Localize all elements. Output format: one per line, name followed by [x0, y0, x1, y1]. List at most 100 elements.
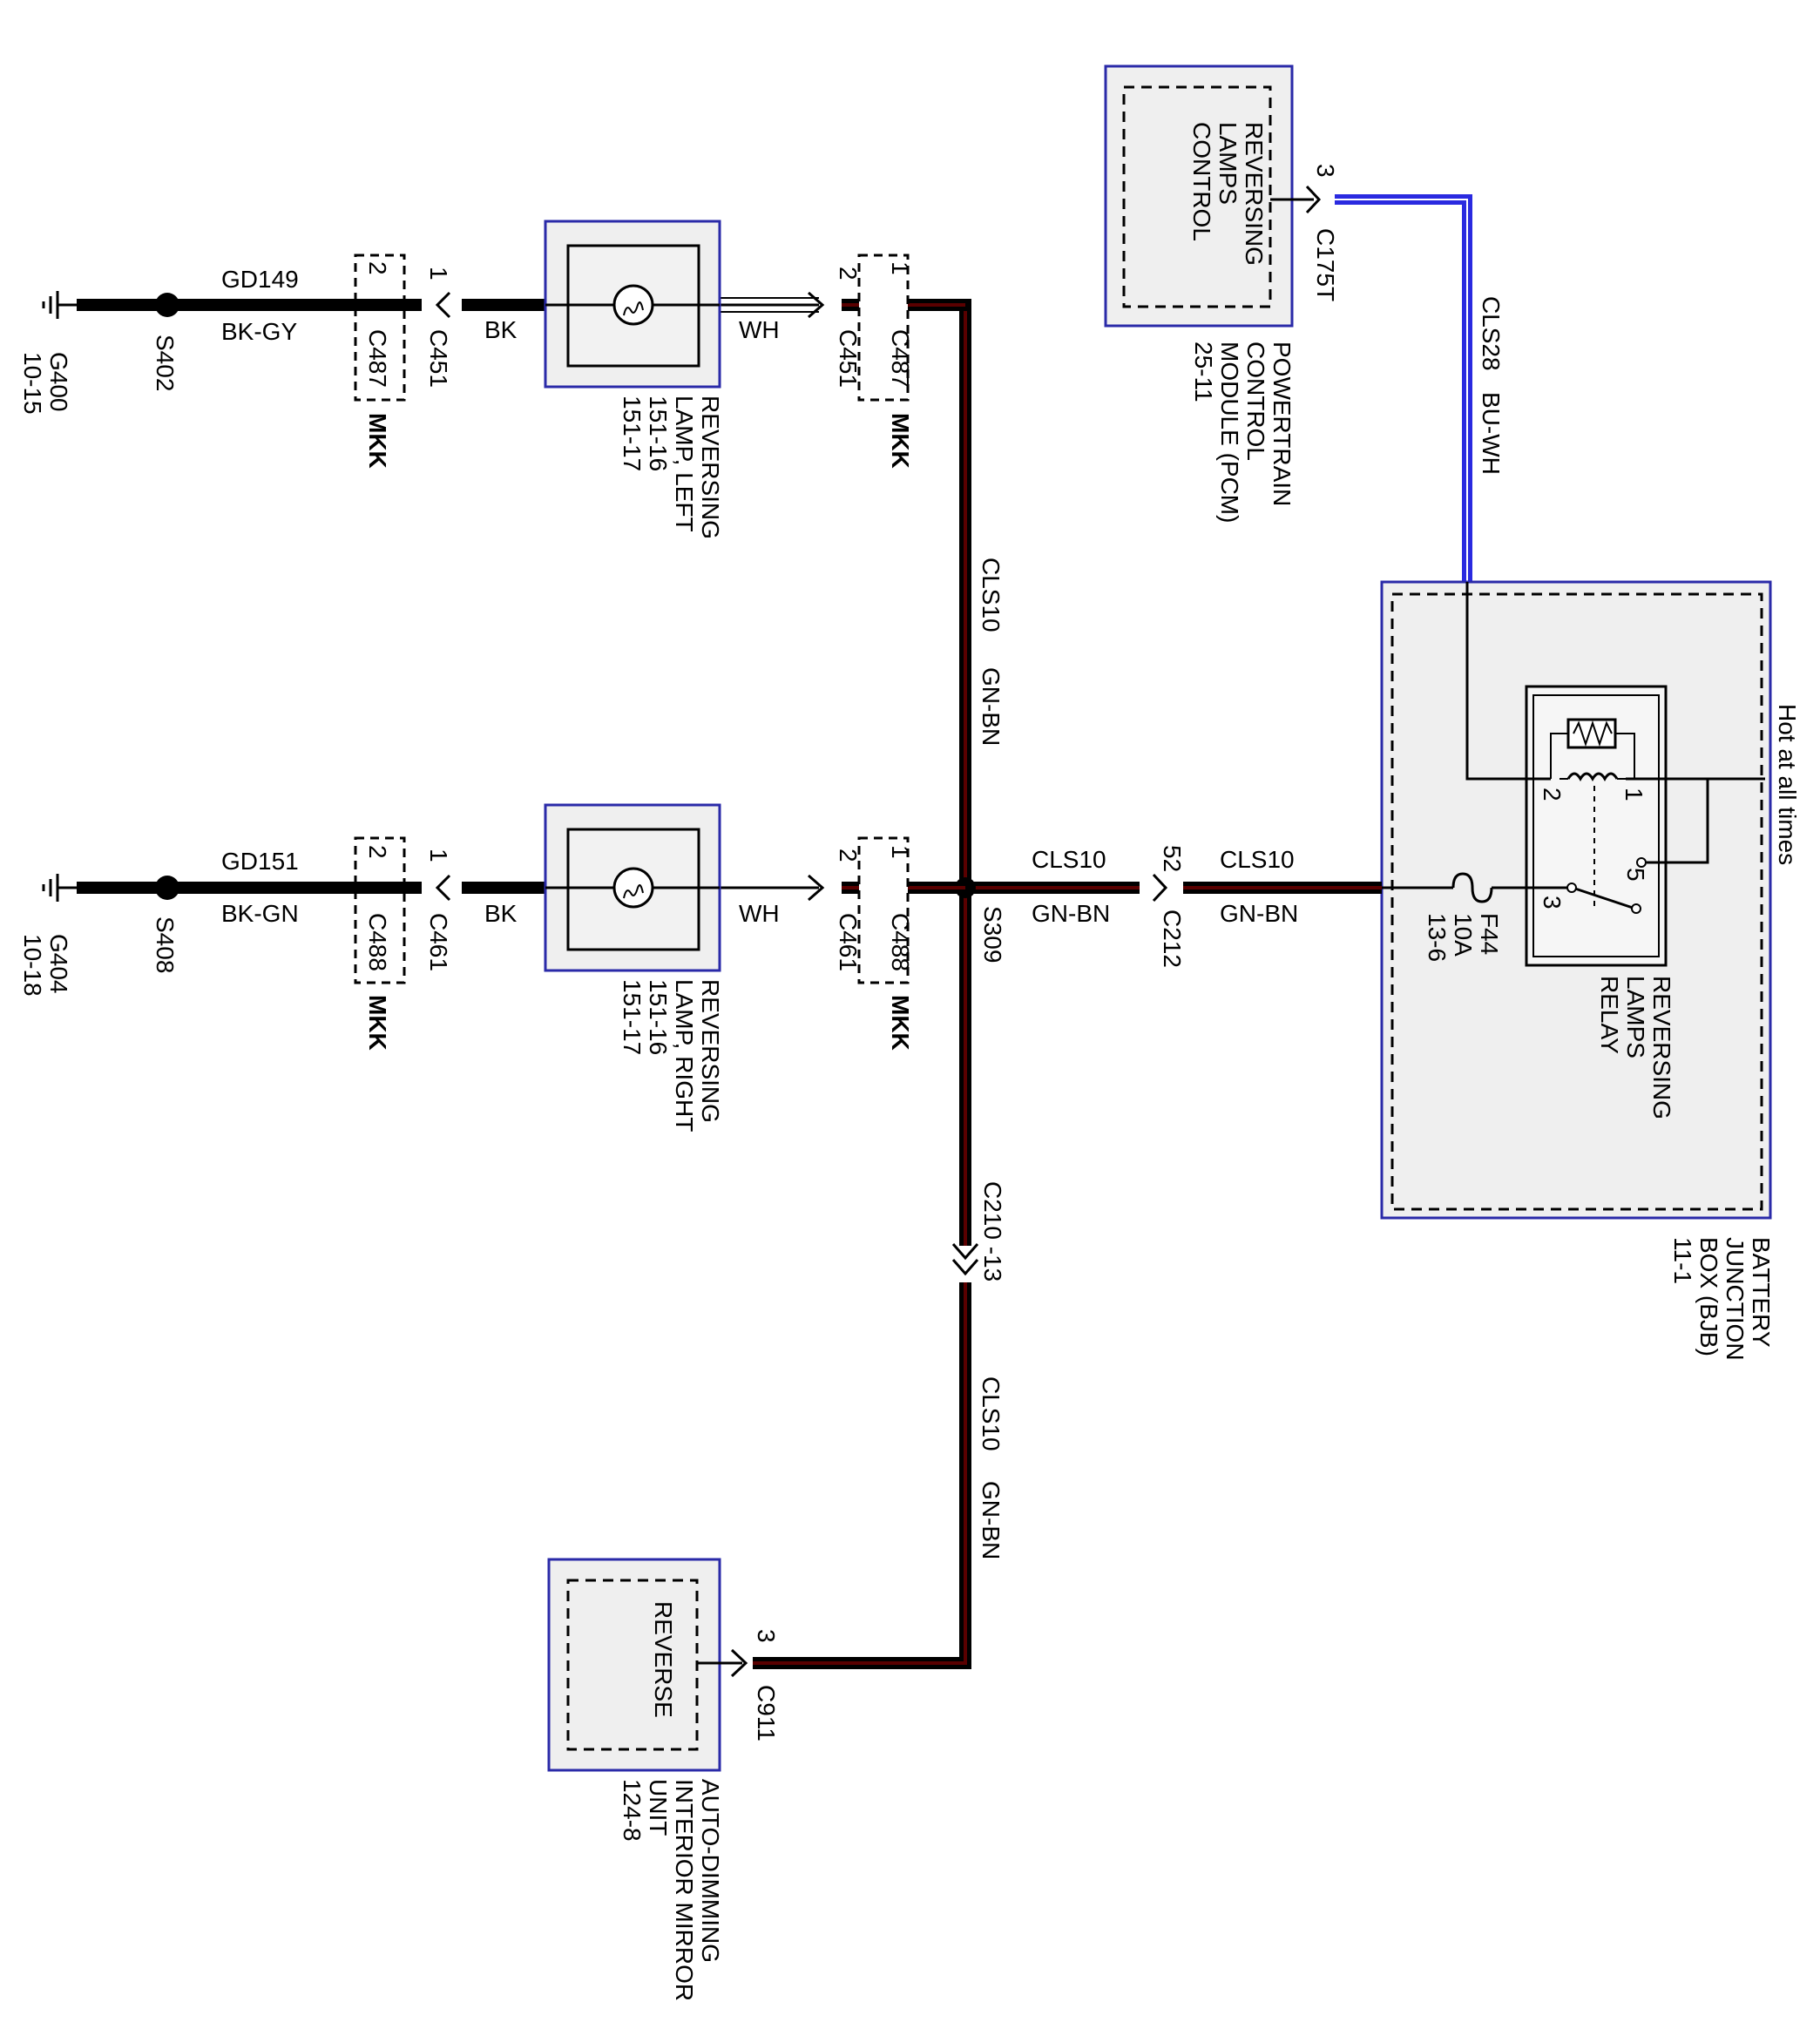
pcm-module[interactable]: REVERSING LAMPS CONTROL [1104, 64, 1294, 328]
bjb-label: BATTERY JUNCTION BOX (BJB) 11-1 [1669, 1237, 1775, 1361]
pcm-label-1: POWERTRAIN [1269, 342, 1296, 506]
reversing-lamps-relay[interactable] [1525, 685, 1668, 967]
c212-s309-color: GN-BN [1032, 900, 1110, 927]
right-in-conn: C461 [835, 913, 862, 971]
right-inline-in-pin: 1 [887, 845, 914, 859]
cls28-color: BU-WH [1478, 392, 1505, 475]
right-in-pin: 2 [835, 849, 862, 862]
wire-down-color: GN-BN [978, 1481, 1005, 1559]
pcm-connector: C175T [1312, 228, 1339, 301]
c212-s309-circuit: CLS10 [1032, 846, 1106, 873]
right-mkk-in: MKK [887, 995, 914, 1051]
relay-label-3: RELAY [1596, 976, 1623, 1054]
fuse-label: F44 10A 13-6 [1424, 913, 1503, 962]
right-splice: S408 [152, 916, 179, 973]
left-inline-in-conn: C487 [887, 329, 914, 388]
c210-arrow [951, 1243, 979, 1276]
mirror-pin: 3 [753, 1629, 780, 1643]
lamp-left-label-1: REVERSING [697, 396, 724, 539]
relay-pin-5: 5 [1622, 868, 1649, 882]
lamp-right-label-3: 151-16 [645, 979, 672, 1055]
relay-pin-1: 1 [1620, 788, 1647, 801]
bjb-label-2: JUNCTION [1722, 1237, 1749, 1361]
reversing-lamp-right[interactable] [544, 803, 721, 972]
relay-pin-2: 2 [1539, 788, 1566, 801]
left-inline-in-pin: 1 [887, 261, 914, 275]
c212-arrow [1152, 873, 1168, 903]
mirror-label-2: INTERIOR MIRROR [671, 1779, 698, 2001]
relay-label: REVERSING LAMPS RELAY [1596, 976, 1675, 1119]
reversing-lamp-left-row [42, 254, 971, 402]
wire-up-color: GN-BN [978, 667, 1005, 746]
left-inline-out-pin: 2 [364, 261, 391, 275]
lamp-left-label-2: LAMP, LEFT [671, 396, 698, 532]
c210-connector: C210 -13 [979, 1181, 1006, 1282]
left-bk-label: BK [484, 316, 518, 343]
pcm-label-4: 25-11 [1190, 342, 1217, 402]
left-in-pin: 2 [835, 267, 862, 281]
bjb-c212-color: GN-BN [1220, 900, 1298, 927]
lamp-left-label-3: 151-16 [645, 396, 672, 471]
pcm-label: POWERTRAIN CONTROL MODULE (PCM) 25-11 [1190, 342, 1296, 523]
right-wh-label: WH [739, 900, 780, 927]
mirror-label-3: UNIT [645, 1779, 672, 1836]
auto-dimming-mirror-unit[interactable]: REVERSE [547, 1558, 721, 1772]
mirror-label-4: 124-8 [619, 1779, 646, 1842]
splice-s309: S309 [979, 906, 1006, 963]
left-ground-color: BK-GY [221, 318, 297, 345]
mirror-connector: C911 [753, 1685, 780, 1741]
left-out-conn: C451 [425, 329, 452, 388]
right-inline-in-conn: C488 [887, 913, 914, 971]
right-inline-out-conn: C488 [364, 913, 391, 971]
pcm-label-2: CONTROL [1242, 342, 1269, 461]
c911-arrow [730, 1648, 748, 1678]
lamp-left-label: REVERSING LAMP, LEFT 151-16 151-17 [619, 396, 724, 539]
wire-trunk-lower [753, 1282, 971, 1669]
fuse-label-2: 10A [1450, 913, 1477, 957]
reversing-lamp-right-row [42, 836, 965, 984]
mirror-title: REVERSE [650, 1601, 677, 1718]
left-in-conn: C451 [835, 329, 862, 388]
bjb-c212-circuit: CLS10 [1220, 846, 1295, 873]
hot-at-all-times: Hot at all times [1774, 704, 1801, 865]
left-wh-label: WH [739, 316, 780, 343]
relay-pin5-feed [1647, 779, 1709, 864]
c212-connector: C212 [1159, 910, 1186, 968]
left-mkk-in: MKK [887, 413, 914, 469]
mirror-label-1: AUTO-DIMMING [697, 1779, 724, 1963]
right-ground-2: 10-18 [19, 934, 46, 997]
right-ground-1: G404 [45, 934, 72, 994]
bjb-cls28-internal [1465, 582, 1551, 781]
left-inline-out-conn: C487 [364, 329, 391, 388]
fuse-label-1: F44 [1476, 913, 1503, 955]
wire-up-circuit: CLS10 [978, 558, 1005, 632]
lamp-right-label-1: REVERSING [697, 979, 724, 1123]
pcm-label-3: MODULE (PCM) [1216, 342, 1243, 523]
lamp-right-label-2: LAMP, RIGHT [671, 979, 698, 1132]
left-ground-circuit: GD149 [221, 266, 299, 293]
wire-cls28 [1335, 194, 1472, 582]
right-bk-label: BK [484, 900, 518, 927]
bjb-label-3: BOX (BJB) [1695, 1237, 1722, 1356]
pcm-title-3: CONTROL [1188, 122, 1215, 241]
reversing-lamp-left[interactable] [544, 220, 721, 389]
mirror-label: AUTO-DIMMING INTERIOR MIRROR UNIT 124-8 [619, 1779, 724, 2001]
right-out-conn: C461 [425, 913, 452, 971]
right-ground-color: BK-GN [221, 900, 299, 927]
wire-down-circuit: CLS10 [978, 1376, 1005, 1451]
right-ground-circuit: GD151 [221, 848, 299, 875]
pcm-title-2: LAMPS [1214, 122, 1242, 205]
fuse-f44[interactable] [1451, 872, 1493, 903]
c212-pin: 52 [1159, 845, 1186, 872]
lamp-left-label-4: 151-17 [619, 396, 646, 471]
left-mkk-out: MKK [364, 413, 391, 469]
cls28-circuit: CLS28 [1478, 296, 1505, 371]
lamp-right-label-4: 151-17 [619, 979, 646, 1055]
pcm-connector-arrow [1305, 185, 1322, 214]
left-out-pin: 1 [425, 267, 452, 281]
fuse-label-3: 13-6 [1424, 913, 1451, 962]
right-inline-out-pin: 2 [364, 845, 391, 859]
left-splice: S402 [152, 335, 179, 391]
bjb-label-4: 11-1 [1669, 1237, 1696, 1284]
